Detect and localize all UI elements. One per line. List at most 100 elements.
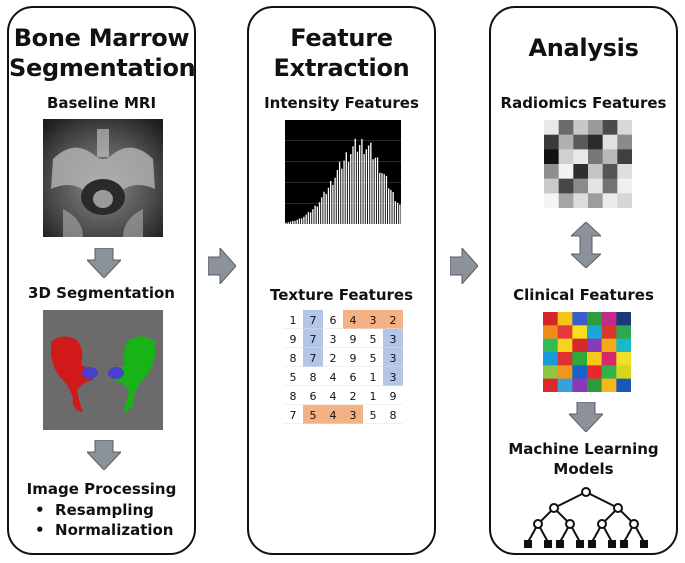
radiomics-cell — [573, 178, 589, 194]
radiomics-cell — [588, 120, 603, 135]
clinical-cell — [572, 325, 588, 339]
tree-diagram — [524, 487, 648, 548]
texture-highlight-cell — [343, 310, 363, 329]
texture-cell-value: 5 — [290, 371, 297, 384]
radiomics-cell — [588, 149, 603, 165]
radiomics-cell — [602, 178, 618, 194]
clinical-cell — [543, 325, 558, 339]
histogram-bar — [325, 193, 327, 224]
histogram-bar — [345, 152, 347, 224]
texture-cell-value: 5 — [370, 352, 377, 365]
texture-cell-value: 1 — [370, 390, 377, 403]
clinical-cell — [543, 365, 558, 379]
radiomics-cell — [617, 149, 632, 165]
radiomics-cell — [558, 193, 574, 208]
texture-cell-value: 6 — [350, 371, 357, 384]
histogram-bar — [354, 138, 356, 224]
histogram-bar — [298, 218, 301, 224]
down-arrow-icon — [569, 402, 603, 432]
radiomics-cell — [602, 134, 618, 150]
texture-cell-value: 6 — [310, 390, 317, 403]
histogram-bar — [376, 157, 379, 224]
histogram-bar — [396, 202, 399, 224]
texture-highlight-cell — [383, 329, 403, 348]
histogram-bar — [343, 160, 345, 224]
clinical-cell — [572, 312, 588, 326]
clinical-cell — [587, 312, 602, 326]
histogram-bar — [365, 149, 368, 224]
extraction-title-line2: Extraction — [273, 54, 410, 82]
texture-features-label: Texture Features — [269, 286, 413, 304]
histogram-bar — [350, 154, 352, 224]
histogram-bar — [388, 188, 390, 224]
texture-cell-value: 3 — [390, 352, 397, 365]
clinical-cell — [601, 365, 617, 379]
clinical-cell — [616, 325, 631, 339]
histogram-bar — [316, 206, 318, 224]
histogram-bar — [309, 212, 312, 224]
texture-cell-value: 9 — [290, 333, 297, 346]
radiomics-cell — [558, 149, 574, 165]
clinical-cell — [601, 352, 617, 366]
histogram-bar — [372, 159, 374, 224]
list-item: • Resampling — [35, 501, 154, 519]
ml-models-label-line2: Models — [553, 460, 614, 478]
radiomics-cell — [573, 193, 589, 208]
texture-highlight-cell — [303, 405, 323, 424]
clinical-cell — [572, 365, 588, 379]
radiomics-cell — [588, 178, 603, 194]
radiomics-cell — [544, 178, 559, 194]
clinical-cell — [601, 338, 617, 353]
texture-cell-value: 4 — [330, 371, 337, 384]
texture-highlight-cell — [383, 348, 403, 367]
clinical-cell — [587, 365, 602, 379]
intensity-histogram — [285, 120, 401, 224]
segmentation-title-line1: Bone Marrow — [13, 24, 190, 52]
radiomics-cell — [617, 120, 632, 135]
texture-cell-value: 7 — [310, 314, 317, 327]
texture-cell-value: 9 — [350, 352, 357, 365]
radiomics-cell — [588, 134, 603, 150]
texture-cell-value: 5 — [310, 409, 317, 422]
clinical-cell — [557, 338, 573, 353]
radiomics-cell — [573, 164, 589, 179]
texture-highlight-cell — [303, 348, 323, 367]
texture-cell-value: 7 — [310, 352, 317, 365]
histogram-bar — [383, 174, 385, 224]
texture-cell-value: 8 — [290, 390, 297, 403]
histogram-bar — [394, 201, 397, 224]
texture-cell-value: 9 — [390, 390, 397, 403]
radiomics-cell — [544, 134, 559, 150]
radiomics-cell — [558, 164, 574, 179]
histogram-bar — [356, 151, 359, 224]
histogram-bar — [347, 161, 350, 224]
clinical-cell — [587, 325, 602, 339]
histogram-bar — [318, 202, 321, 224]
radiomics-cell — [544, 193, 559, 208]
radiomics-cell — [573, 134, 589, 150]
texture-cell-value: 5 — [370, 333, 377, 346]
list-item: • Normalization — [35, 521, 174, 539]
texture-highlight-cell — [363, 310, 383, 329]
clinical-cell — [557, 325, 573, 339]
clinical-cell — [557, 365, 573, 379]
radiomics-cell — [558, 134, 574, 150]
segmentation-title-line2: Segmentation — [9, 54, 196, 82]
histogram-bar — [323, 191, 325, 224]
texture-cell-value: 2 — [350, 390, 357, 403]
clinical-cell — [616, 378, 631, 392]
radiomics-features-label: Radiomics Features — [500, 94, 667, 112]
clinical-cell — [557, 378, 573, 392]
radiomics-cell — [617, 193, 632, 208]
histogram-bar — [399, 204, 401, 224]
histogram-bar — [321, 197, 323, 224]
radiomics-cell — [588, 164, 603, 179]
radiomics-grid — [544, 120, 632, 208]
clinical-cell — [572, 352, 588, 366]
texture-cell-value: 3 — [370, 314, 377, 327]
histogram-bar — [385, 175, 388, 224]
radiomics-cell — [558, 120, 574, 135]
3d-segmentation-image — [43, 310, 163, 430]
histogram-bar — [294, 220, 296, 224]
histogram-bar — [285, 222, 287, 224]
